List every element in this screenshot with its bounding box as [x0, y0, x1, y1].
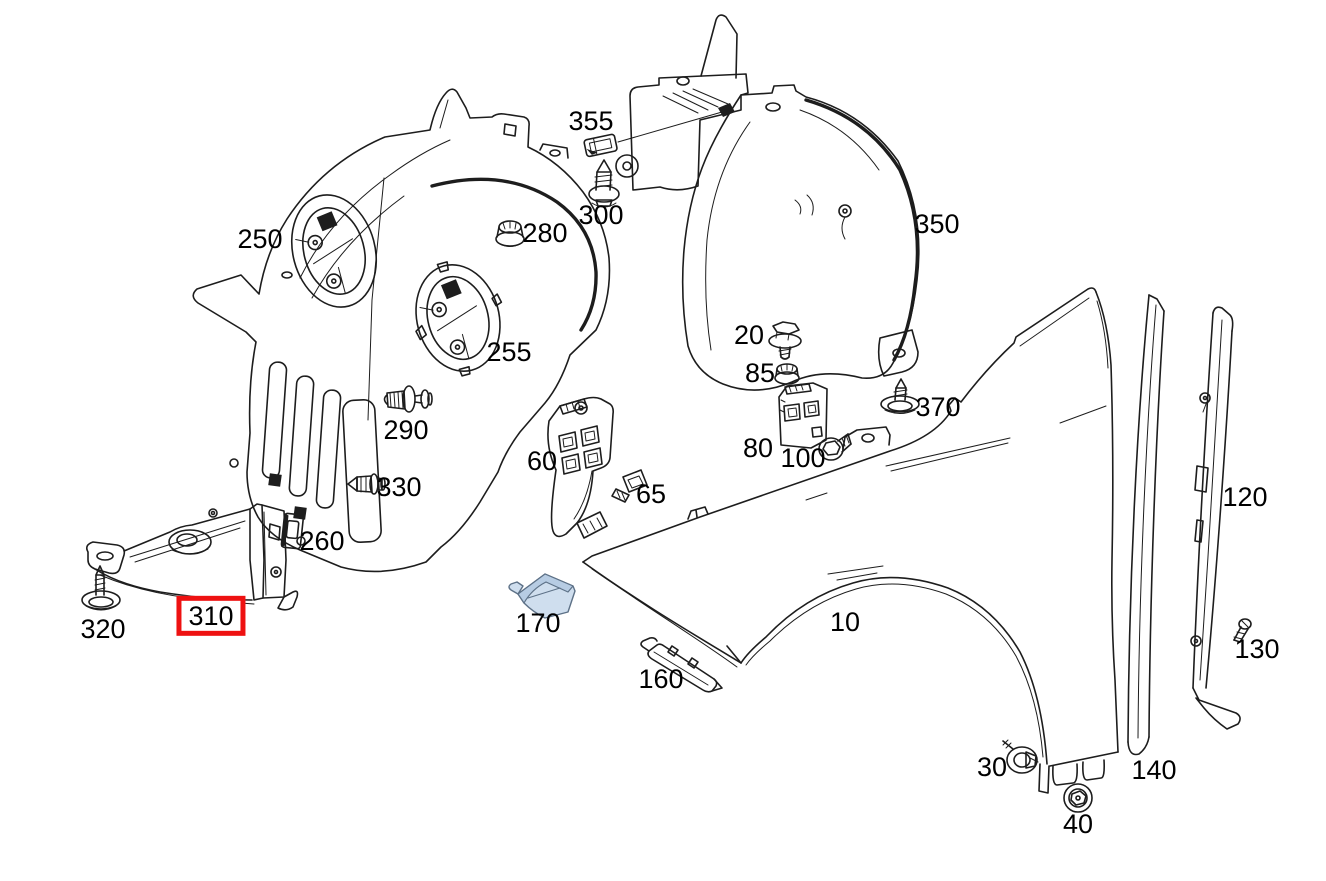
part-label-120[interactable]: 120 [1222, 481, 1268, 512]
part-drawing-10[interactable] [582, 287, 1119, 794]
fastener-clip-355[interactable] [583, 133, 618, 158]
fastener-screw-320[interactable] [81, 565, 121, 611]
part-label-310-selected[interactable]: 310 [176, 595, 246, 637]
part-label-260[interactable]: 260 [299, 525, 345, 556]
fastener-nut-280[interactable] [495, 220, 525, 247]
fastener-bolt-20[interactable] [768, 321, 802, 360]
part-drawing-120[interactable] [1190, 306, 1241, 730]
part-label-250[interactable]: 250 [237, 223, 283, 254]
fastener-screw-130[interactable] [1233, 618, 1252, 643]
part-label-330[interactable]: 330 [376, 471, 422, 502]
fastener-bolt-30[interactable] [1002, 739, 1039, 774]
part-drawing-310[interactable] [86, 503, 299, 611]
part-label-170[interactable]: 170 [515, 607, 561, 638]
part-label-10[interactable]: 10 [829, 606, 861, 637]
fastener-bolt-100[interactable] [818, 433, 852, 461]
fastener-clip-260[interactable] [280, 512, 305, 550]
part-label-65[interactable]: 65 [635, 478, 667, 509]
part-drawing-250[interactable] [192, 88, 611, 573]
fastener-plug-330[interactable] [347, 473, 386, 495]
part-drawing-160[interactable] [640, 637, 723, 693]
part-drawing-170[interactable] [508, 573, 576, 619]
part-label-280[interactable]: 280 [522, 217, 568, 248]
fastener-screw-300[interactable] [588, 159, 620, 208]
part-label-80[interactable]: 80 [742, 432, 774, 463]
part-label-300[interactable]: 300 [578, 199, 624, 230]
part-label-40[interactable]: 40 [1062, 808, 1094, 839]
fastener-nut-40[interactable] [1063, 783, 1093, 813]
part-label-320[interactable]: 320 [80, 613, 126, 644]
part-label-355[interactable]: 355 [568, 105, 614, 136]
fastener-rivet-290[interactable] [383, 385, 433, 413]
part-label-30[interactable]: 30 [976, 751, 1008, 782]
part-drawing-255[interactable] [401, 251, 517, 384]
part-drawing-350[interactable] [615, 14, 920, 391]
part-drawing-80[interactable] [778, 382, 828, 449]
part-label-370[interactable]: 370 [915, 391, 961, 422]
part-label-350[interactable]: 350 [914, 208, 960, 239]
part-drawing-60[interactable] [547, 396, 614, 539]
part-label-100[interactable]: 100 [780, 442, 826, 473]
part-label-255[interactable]: 255 [486, 336, 532, 367]
part-label-85[interactable]: 85 [744, 357, 776, 388]
part-label-140[interactable]: 140 [1131, 754, 1177, 785]
fastener-nut-85[interactable] [774, 363, 800, 385]
leader-line-355 [617, 111, 723, 143]
fastener-screw-370[interactable] [880, 378, 920, 414]
part-label-130[interactable]: 130 [1234, 633, 1280, 664]
fastener-clip-65[interactable] [611, 469, 648, 503]
part-drawing-140[interactable] [1127, 294, 1165, 756]
part-label-60[interactable]: 60 [526, 445, 558, 476]
part-label-160[interactable]: 160 [638, 663, 684, 694]
part-label-290[interactable]: 290 [383, 414, 429, 445]
part-label-20[interactable]: 20 [733, 319, 765, 350]
